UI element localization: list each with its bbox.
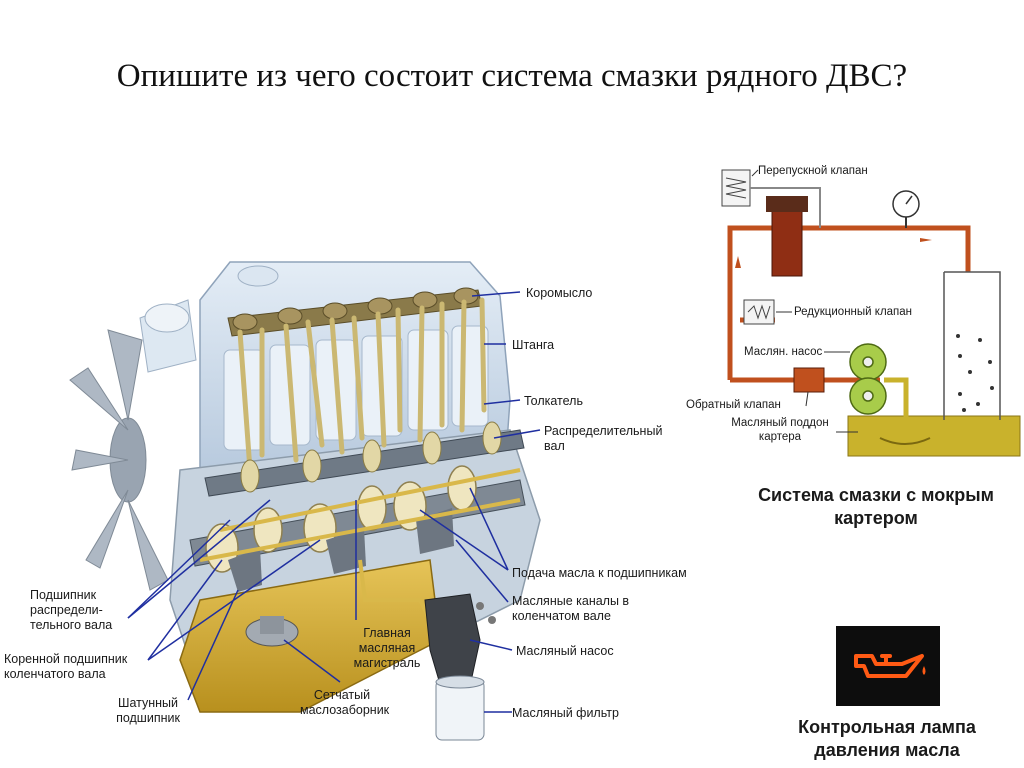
label-rod-bearing: Шатунный подшипник — [116, 696, 180, 725]
reducing-valve — [743, 299, 775, 325]
leader-lines — [127, 291, 541, 713]
pushrods — [237, 297, 487, 473]
scheme-label-bypass: Перепускной клапан — [758, 165, 868, 177]
main-oil-gallery — [199, 468, 521, 621]
pickup-pipe — [884, 377, 909, 440]
label-camshaft: Распределительный вал — [544, 424, 663, 453]
oil-pump — [424, 593, 496, 687]
warning-lamp-panel — [836, 626, 940, 706]
label-lifter: Толкатель — [524, 394, 583, 408]
label-cam-bearing: Подшипник распредели-тельного вала — [30, 588, 113, 632]
scheme-label-pump: Маслян. насос — [744, 346, 823, 358]
page-title: Опишите из чего состоит система смазки р… — [116, 58, 908, 94]
oil-strainer — [245, 616, 299, 647]
oil-can-icon — [854, 654, 926, 678]
scheme-label-sump: Масляный поддон картера — [731, 417, 829, 443]
label-main-gallery: Главная масляная магистраль — [353, 626, 421, 670]
rocker-assembly — [227, 287, 483, 337]
oil-filter — [435, 675, 485, 741]
check-valve — [793, 367, 825, 393]
label-oil-feed: Подача масла к подшипникам — [512, 566, 687, 580]
lamp-caption: Контрольная лампа давления масла — [798, 717, 976, 760]
scheme-sump — [847, 415, 1021, 457]
scheme-caption: Система смазки с мокрым картером — [758, 485, 994, 528]
label-strainer: Сетчатый маслозаборник — [300, 688, 390, 717]
camshaft — [204, 421, 525, 497]
oil-drops — [956, 334, 994, 412]
label-rocker: Коромысло — [526, 286, 593, 300]
label-oil-filter: Масляный фильтр — [512, 706, 619, 720]
scheme-filter — [771, 199, 803, 277]
label-crank-channels: Масляные каналы в коленчатом вале — [512, 594, 630, 623]
label-main-bearing: Коренной подшипник коленчатого вала — [4, 652, 128, 681]
scheme-label-check: Обратный клапан — [686, 399, 781, 411]
scheme-heads-box — [943, 271, 1001, 420]
scheme-label-reducing: Редукционный клапан — [794, 306, 913, 318]
fan — [69, 329, 169, 591]
label-oil-pump: Масляный насос — [516, 644, 614, 658]
label-pushrod: Штанга — [512, 338, 555, 352]
gear-pump — [849, 343, 887, 415]
